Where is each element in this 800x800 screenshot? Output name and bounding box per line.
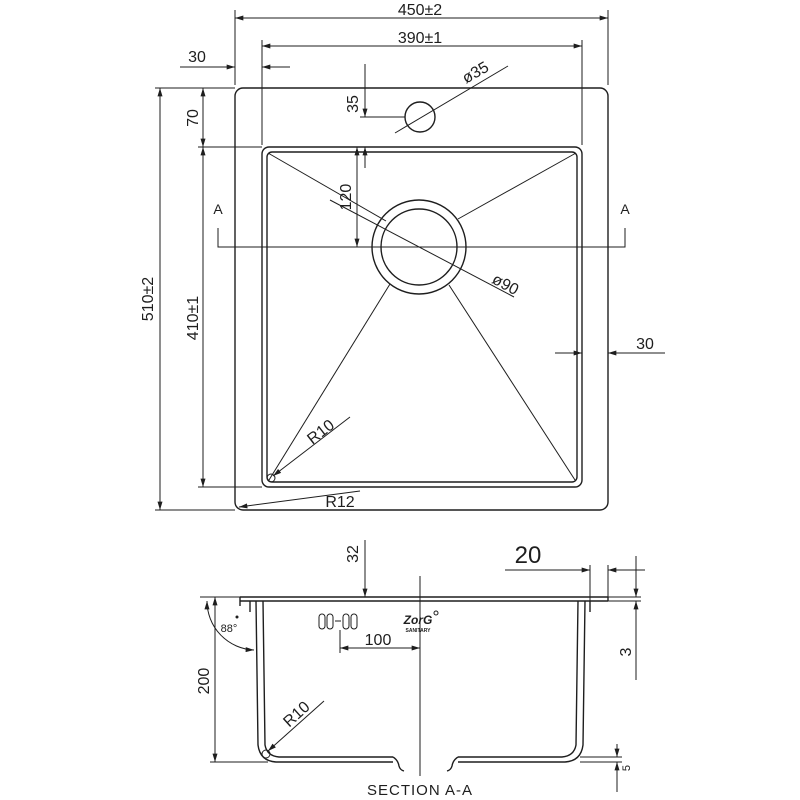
overflow-slots [318,613,358,630]
left-wall-inner [262,600,393,758]
dim-rim-left: 30 [188,49,206,66]
brand-logo: ZorG SANITARY [403,610,439,634]
dim-flange-width: 20 [515,542,542,569]
drain-lip-right [446,756,459,772]
right-wall-inner [458,600,579,758]
dim-bowl-width: 390±1 [398,30,442,47]
bowl-outline-outer [261,146,583,488]
dim-rim-top: 70 [185,109,202,127]
overflow-slot [342,613,350,630]
section-mark-left: A [213,201,223,217]
dim-leader-bottom-radius [267,700,325,752]
bottom-corner-radius-mark [261,749,271,759]
dim-bottom-radius: R10 [280,698,313,730]
dim-drain-diameter: ø90 [489,271,521,299]
dim-leader-bowl-radius [272,416,351,477]
bowl-slope-line-top-right [457,152,577,220]
registered-mark-icon [433,610,439,616]
bowl-slope-line-bottom-left [268,283,391,481]
drain-lip-left [392,756,405,772]
angle-dot [235,615,239,619]
dim-rim-right: 30 [636,336,654,353]
section-cut-line [217,228,626,248]
dim-overflow-offset: 100 [365,632,392,649]
dim-bowl-radius: R10 [304,417,338,449]
dim-bottom-drop: 5 [621,765,633,771]
dim-leader-tap-hole [394,65,509,134]
dim-leader-plate-radius [238,490,361,509]
bowl-slope-line-top-left [267,152,387,222]
section-view: ZorG SANITARY 32 20 3 88° 200 100 [196,540,645,799]
dim-plate-radius: R12 [325,494,354,511]
dim-wall-angle: 88° [221,623,238,635]
brand-logo-sub: SANITARY [406,628,432,634]
section-mark-right: A [620,201,630,217]
dim-tap-hole-diameter: ø35 [460,59,492,88]
dim-depth: 200 [196,668,213,695]
dim-arc-wall-angle [204,600,255,653]
dim-rim-height: 32 [345,545,362,563]
bowl-corner-radius-mark [266,473,276,483]
section-title: SECTION A-A [367,782,473,799]
dim-bowl-length: 410±1 [185,296,202,340]
overflow-slot [318,613,326,630]
dim-leader-drain [329,199,515,298]
outer-plate-outline [234,87,609,511]
brand-logo-name: ZorG [403,613,433,627]
bowl-outline-inner [266,151,578,483]
dim-overall-length: 510±2 [140,277,157,321]
dim-drain-offset: 120 [338,184,355,211]
overflow-slot [350,613,358,630]
top-view: 450±2 390±1 30 ø35 35 70 120 A A 510 [140,2,665,511]
overflow-slot [326,613,334,630]
tap-hole [404,101,436,133]
bowl-slope-line-bottom-right [448,284,576,481]
right-wall-outer [458,600,586,763]
dim-tap-hole-offset: 35 [345,95,362,113]
dim-overall-width: 450±2 [398,2,442,19]
dim-flange-thickness: 3 [618,647,635,656]
